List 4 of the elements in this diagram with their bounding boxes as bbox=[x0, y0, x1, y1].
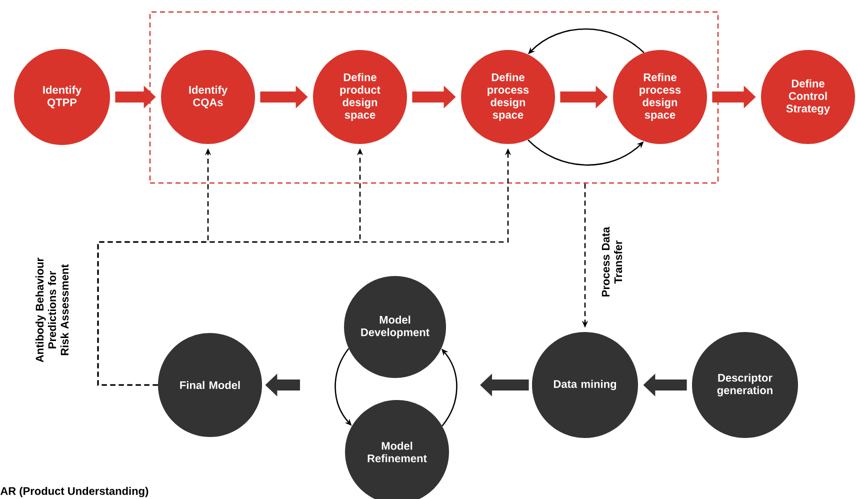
edge-label: Process Data Transfer bbox=[602, 226, 622, 296]
dashed-frame bbox=[149, 11, 719, 184]
edge-label: Antibody Behaviour Predictions for Risk Assessment bbox=[35, 258, 69, 362]
caption-text: AR (Product Understanding) bbox=[0, 486, 148, 498]
